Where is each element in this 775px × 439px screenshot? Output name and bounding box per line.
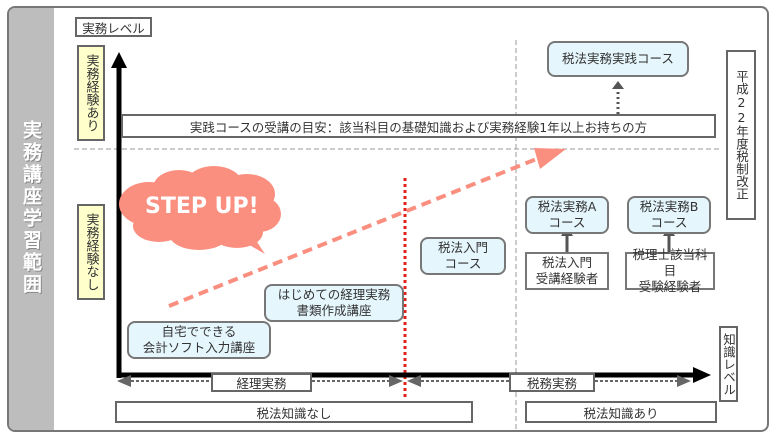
domain-accounting-label: 経理実務 — [211, 373, 312, 392]
x-axis-label: 知識レベル — [719, 326, 738, 402]
step-up-arrowhead — [534, 148, 566, 169]
step-up-text: STEP UP! — [145, 194, 259, 219]
course-line: 税法入門 — [437, 240, 488, 255]
y-axis-label: 実務レベル — [75, 17, 152, 37]
tax-left-arrowhead — [407, 375, 421, 387]
y-axis-arrowhead — [111, 52, 127, 68]
level-label-experienced: 実務経験あり — [77, 45, 105, 141]
course-line: 書類作成講座 — [296, 303, 372, 318]
band-no-tax-knowledge: 税法知識なし — [115, 401, 473, 423]
course-tax-practice-advanced[interactable]: 税法実務実践コース — [547, 41, 689, 77]
course-first-accounting[interactable]: はじめての経理実務 書類作成講座 — [264, 284, 404, 322]
step-up-cloud — [119, 166, 281, 254]
band-tax-knowledge: 税法知識あり — [525, 401, 717, 423]
course-line: 税法実務実践コース — [562, 51, 674, 66]
prereq-line: 税法入門 — [541, 255, 592, 270]
course-line: はじめての経理実務 — [277, 287, 391, 302]
course-line: コース — [444, 256, 482, 271]
course-line: コース — [650, 215, 688, 230]
accounting-right-arrowhead — [389, 375, 403, 387]
diagram-frame: 実務講座学習範囲 — [7, 6, 769, 432]
course-tax-practice-b[interactable]: 税法実務B コース — [627, 196, 711, 234]
advanced-course-arrowhead — [612, 81, 624, 89]
course-line: コース — [548, 215, 586, 230]
prereq-tax-accountant-exam: 税理士該当科目 受験経験者 — [625, 247, 715, 294]
course-line: 税法実務A — [537, 199, 597, 214]
course-line: 会計ソフト入力講座 — [142, 340, 256, 355]
course-line: 税法実務B — [639, 199, 699, 214]
tax-right-arrowhead — [677, 375, 691, 387]
x-axis-arrowhead — [693, 367, 711, 383]
prereq-line: 税理士該当科目 — [632, 247, 708, 278]
tax-reform-label: 平成22年度税制改正 — [726, 50, 756, 220]
step-up-arrow-line — [168, 156, 540, 308]
sidebar: 実務講座学習範囲 — [9, 8, 54, 430]
practice-criteria-banner: 実践コースの受講の目安：該当科目の基礎知識および実務経験1年以上お持ちの方 — [121, 114, 716, 138]
prereq-line: 受講経験者 — [535, 271, 599, 286]
level-label-inexperienced: 実務経験なし — [77, 204, 105, 300]
prereq-tax-intro-experience: 税法入門 受講経験者 — [525, 252, 609, 290]
accounting-left-arrowhead — [117, 375, 131, 387]
diagram-lines — [74, 40, 719, 430]
course-tax-practice-a[interactable]: 税法実務A コース — [525, 196, 609, 234]
sidebar-title: 実務講座学習範囲 — [20, 120, 42, 296]
course-line: 自宅でできる — [161, 324, 237, 339]
prereq-line: 受験経験者 — [638, 279, 702, 294]
course-home-software[interactable]: 自宅でできる 会計ソフト入力講座 — [127, 321, 271, 359]
domain-tax-label: 税務実務 — [509, 373, 595, 392]
course-tax-intro[interactable]: 税法入門 コース — [420, 237, 506, 275]
